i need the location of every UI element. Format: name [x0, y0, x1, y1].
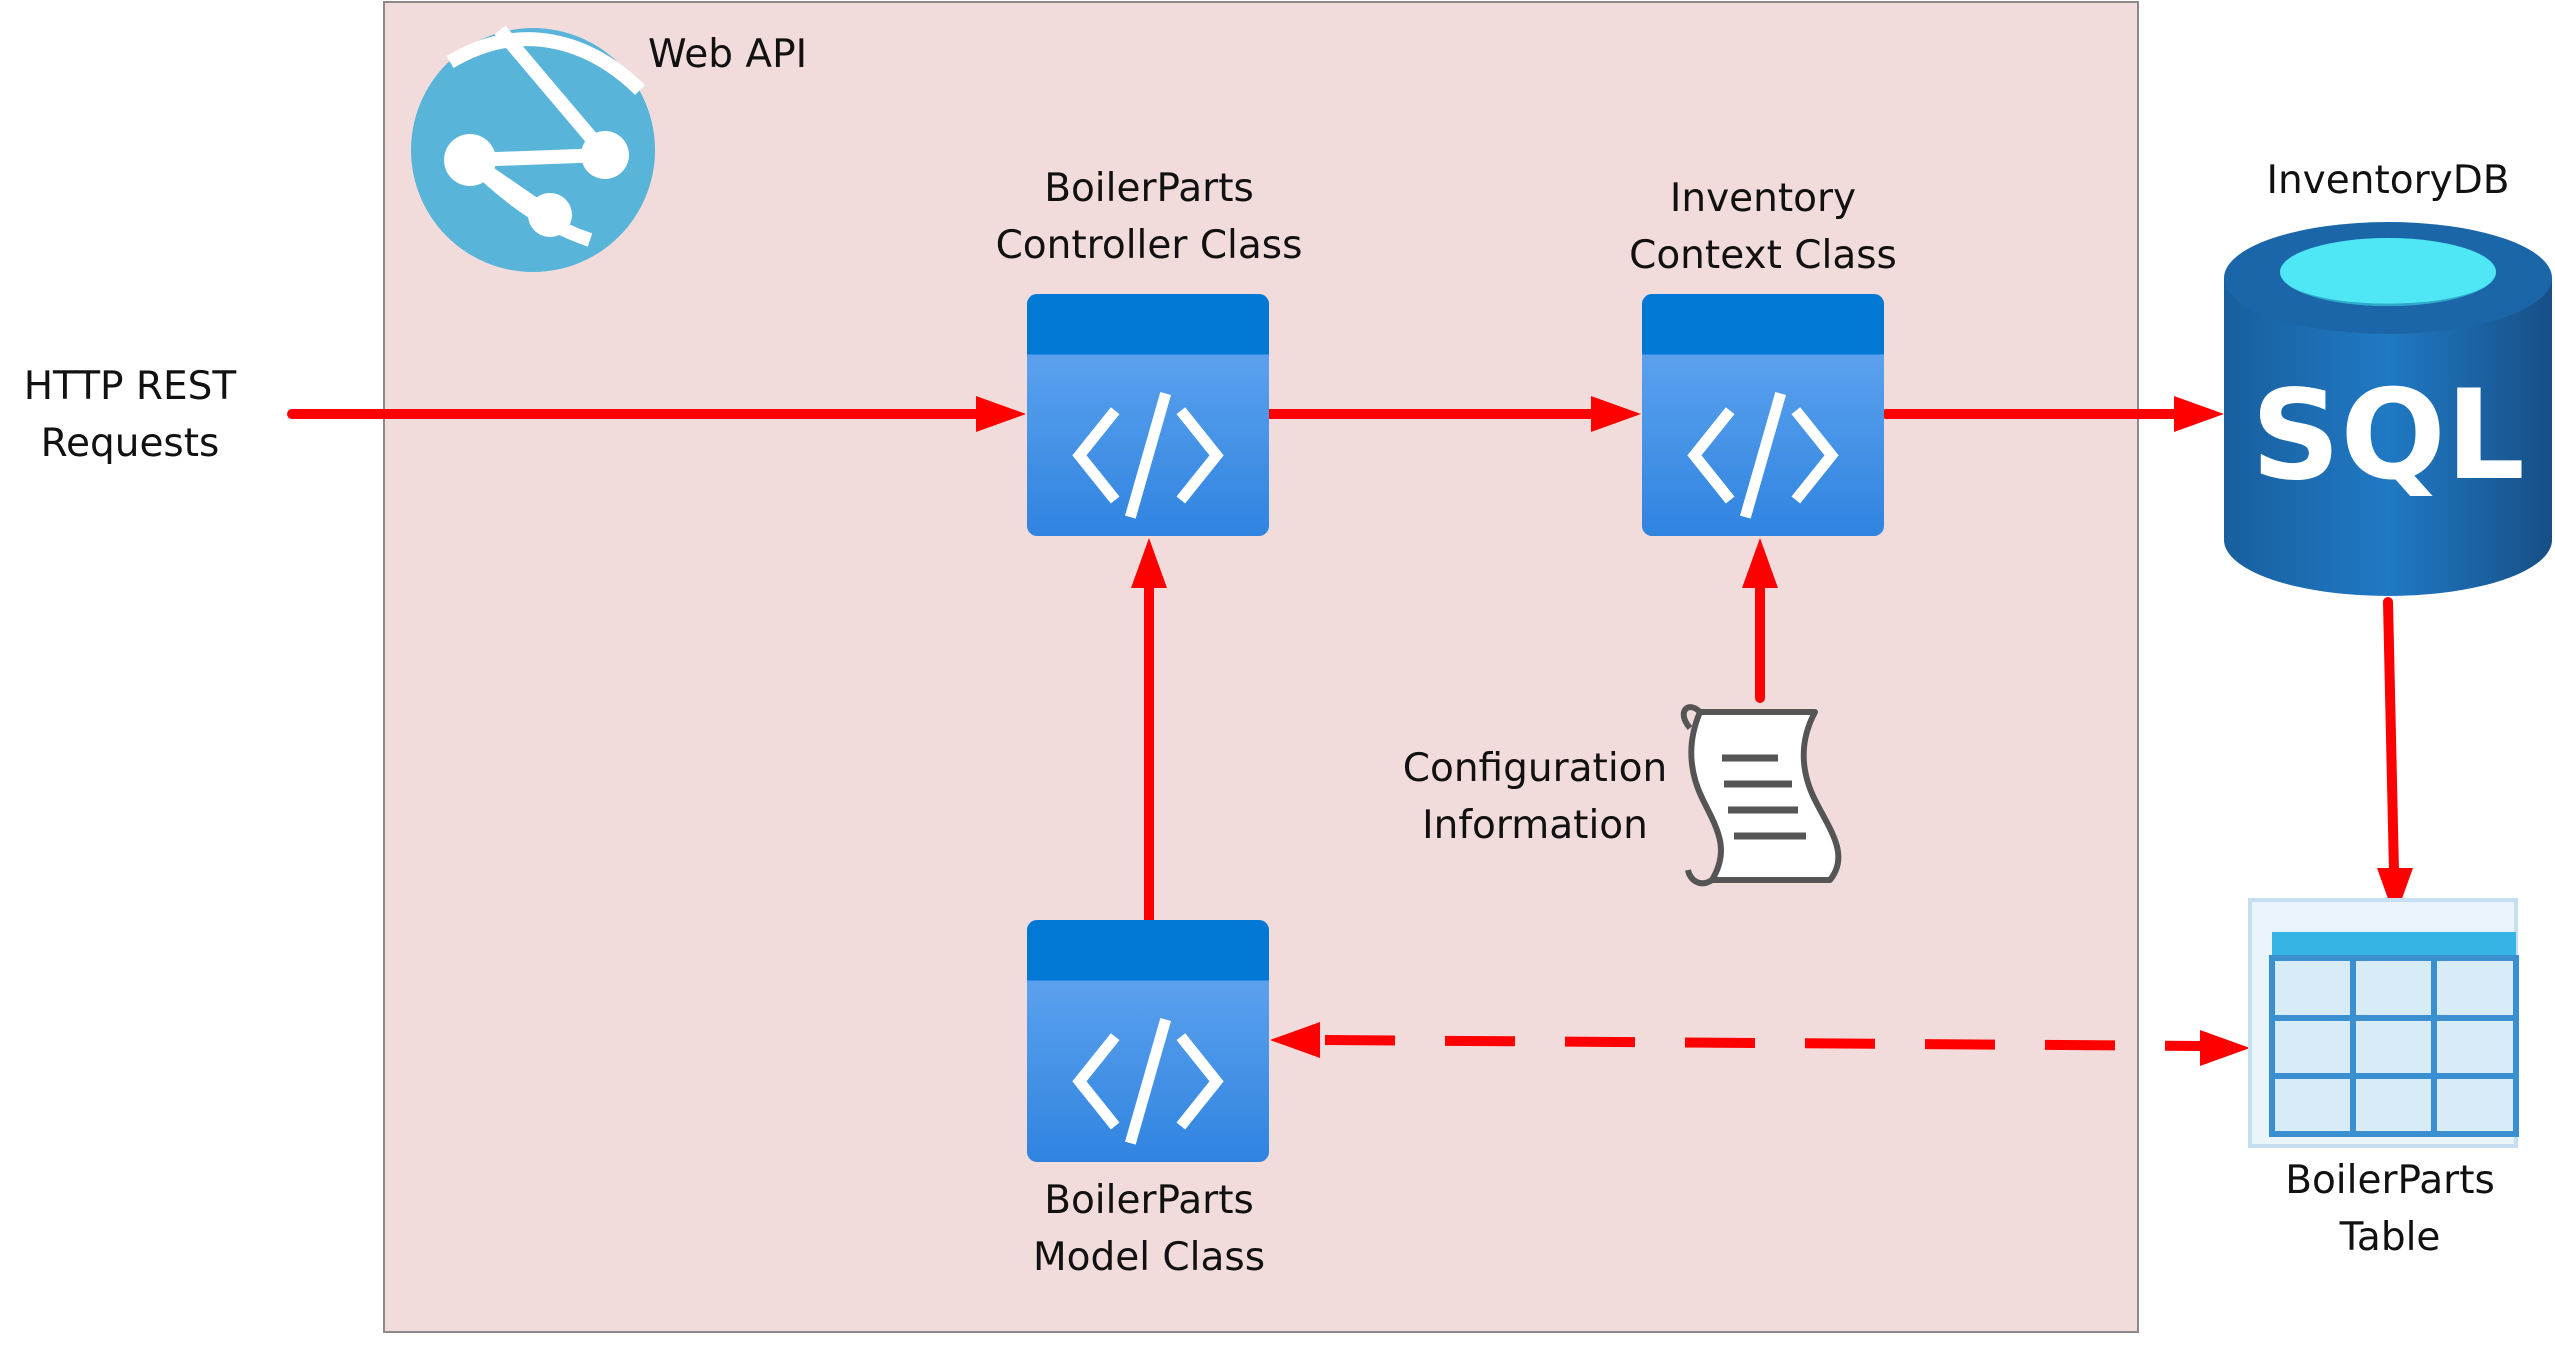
config-label-line1: Configuration	[1402, 746, 1668, 791]
context-label: Inventory Context Class	[1563, 170, 1963, 284]
context-class-icon	[1642, 294, 1884, 536]
arrow-controller-to-context	[1263, 396, 1641, 432]
arrow-config-to-context	[1742, 538, 1778, 703]
sql-icon-text: SQL	[2251, 364, 2525, 508]
globe-network-icon	[411, 25, 655, 272]
client-label-line2: Requests	[40, 421, 220, 466]
sql-database-icon: SQL	[2224, 222, 2552, 596]
table-label-line1: BoilerParts	[2285, 1158, 2495, 1203]
controller-label-line1: BoilerParts	[1044, 166, 1254, 211]
arrow-database-to-table	[2377, 597, 2413, 918]
context-label-line1: Inventory	[1669, 176, 1857, 221]
model-label: BoilerParts Model Class	[949, 1172, 1349, 1286]
controller-label-line2: Controller Class	[995, 223, 1303, 268]
model-class-icon	[1027, 920, 1269, 1162]
scroll-document-icon	[1680, 704, 1842, 887]
arrow-model-table-mapping	[1270, 1022, 2250, 1066]
container-title-text: Web API	[648, 32, 808, 77]
table-label-line2: Table	[2339, 1215, 2441, 1260]
controller-class-icon	[1027, 294, 1269, 536]
table-grid-icon	[2248, 898, 2519, 1148]
arrow-model-to-controller	[1131, 538, 1167, 925]
model-label-line2: Model Class	[1032, 1235, 1266, 1280]
database-label-text: InventoryDB	[2266, 158, 2510, 203]
config-label-line2: Information	[1422, 803, 1648, 848]
config-label: Configuration Information	[1380, 740, 1690, 854]
controller-label: BoilerParts Controller Class	[949, 160, 1349, 274]
client-label: HTTP REST Requests	[0, 358, 260, 472]
table-label: BoilerParts Table	[2230, 1152, 2550, 1266]
container-title: Web API	[648, 26, 807, 83]
context-label-line2: Context Class	[1629, 233, 1897, 278]
arrow-client-to-controller	[287, 396, 1026, 432]
arrow-context-to-database	[1881, 396, 2224, 432]
database-label: InventoryDB	[2218, 152, 2555, 209]
client-label-line1: HTTP REST	[23, 364, 237, 409]
model-label-line1: BoilerParts	[1044, 1178, 1254, 1223]
